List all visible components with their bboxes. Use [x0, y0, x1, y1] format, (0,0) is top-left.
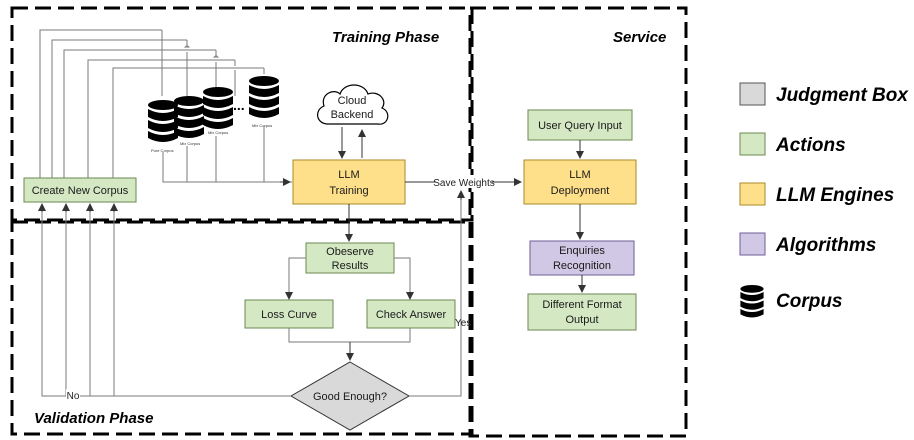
mix-corpus-db-icon-2 — [203, 87, 233, 129]
svg-text:Enquiries: Enquiries — [559, 245, 605, 257]
svg-text:Output: Output — [565, 314, 598, 326]
enquiries-recognition-node: Enquiries Recognition — [529, 240, 635, 276]
legend-label-algorithms: Algorithms — [775, 235, 876, 256]
check-answer-node: Check Answer — [366, 299, 456, 329]
legend-swatch-engines — [739, 182, 766, 206]
corpus-feed-lines — [39, 29, 265, 178]
corpus-ellipsis: ... — [233, 97, 245, 113]
pure-corpus-db-icon — [148, 100, 178, 142]
svg-text:LLM: LLM — [338, 169, 359, 181]
llm-deployment-node: LLM Deployment — [523, 159, 637, 205]
training-phase-frame — [10, 6, 474, 222]
validation-phase-label: Validation Phase — [34, 410, 153, 427]
good-enough-judgment: Good Enough? — [289, 361, 411, 431]
legend-corpus-db-icon — [740, 285, 764, 318]
svg-text:Obeserve: Obeserve — [326, 246, 374, 258]
legend-label-corpus: Corpus — [776, 291, 843, 312]
user-query-input-node: User Query Input — [527, 109, 633, 141]
legend-label-judgment: Judgment Box — [776, 85, 909, 106]
cloud-backend: Cloud Backend — [317, 84, 389, 125]
svg-text:Loss Curve: Loss Curve — [261, 309, 317, 321]
legend: Judgment Box Actions LLM Engines Algorit… — [739, 82, 909, 318]
mix-corpus-db-icon-1 — [174, 96, 204, 138]
svg-text:Training: Training — [329, 185, 368, 197]
observe-results-node: Obeserve Results — [305, 242, 395, 274]
db-to-training-lines — [162, 126, 292, 183]
svg-text:Results: Results — [332, 260, 369, 272]
svg-text:Cloud: Cloud — [338, 95, 367, 107]
training-phase-label: Training Phase — [332, 29, 439, 46]
service-phase-label: Service — [613, 29, 666, 46]
svg-text:Create New Corpus: Create New Corpus — [32, 185, 129, 197]
svg-text:Recognition: Recognition — [553, 260, 611, 272]
svg-text:Good Enough?: Good Enough? — [313, 391, 387, 403]
mix-corpus-label-2: Mix Corpus — [208, 130, 228, 135]
cloud-icon — [317, 84, 389, 125]
mix-corpus-db-icon-3 — [249, 76, 279, 118]
corpus-databases: ... Pure Corpus Mix Corpus Mix Corpus Mi… — [148, 76, 279, 153]
svg-text:User Query Input: User Query Input — [538, 120, 622, 132]
validation-phase-frame — [10, 220, 474, 436]
llm-training-node: LLM Training — [292, 159, 406, 205]
svg-text:Check Answer: Check Answer — [376, 309, 447, 321]
legend-swatch-actions — [739, 132, 766, 156]
phase-frames — [10, 6, 688, 438]
no-label: No — [67, 391, 80, 402]
legend-label-actions: Actions — [775, 135, 846, 156]
legend-swatch-judgment — [739, 82, 766, 106]
svg-text:Deployment: Deployment — [551, 185, 610, 197]
legend-label-engines: LLM Engines — [776, 185, 894, 206]
mix-corpus-label-3: Mix Corpus — [252, 123, 272, 128]
no-feedback-lines — [41, 204, 291, 397]
loss-curve-node: Loss Curve — [244, 299, 334, 329]
mix-corpus-label-1: Mix Corpus — [180, 141, 200, 146]
create-new-corpus-node: Create New Corpus — [23, 177, 137, 203]
service-phase-frame — [468, 6, 688, 438]
save-weights-label: Save Weights — [433, 178, 495, 189]
different-format-output-node: Different Format Output — [527, 293, 637, 331]
svg-text:LLM: LLM — [569, 169, 590, 181]
pure-corpus-label: Pure Corpus — [151, 148, 173, 153]
svg-text:Different Format: Different Format — [542, 299, 621, 311]
yes-label: Yes — [455, 318, 471, 329]
legend-swatch-algorithms — [739, 232, 766, 256]
svg-text:Backend: Backend — [331, 109, 374, 121]
